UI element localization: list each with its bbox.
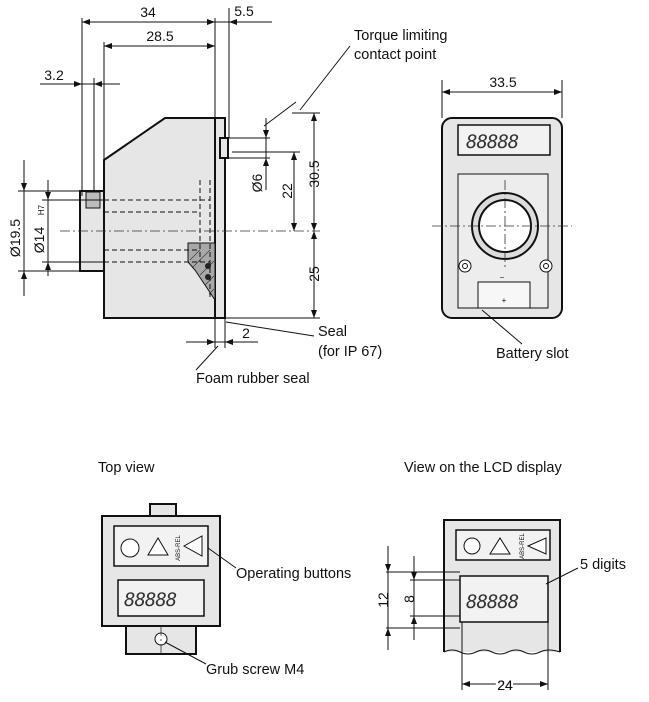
top-view: Top view ABS-REL 88888 Operating buttons…: [98, 460, 351, 678]
torque-pin: [219, 137, 229, 159]
torque-label-line1: Torque limiting: [354, 28, 448, 44]
operating-buttons-label: Operating buttons: [236, 566, 351, 582]
dim-2: 2: [242, 325, 250, 341]
dim-3-2: 3.2: [44, 67, 64, 83]
dim-dia-19-5: Ø19.5: [7, 219, 23, 257]
lcd-view-abs-rel-text: ABS-REL: [520, 533, 526, 559]
up-arrow-icon: [147, 537, 169, 556]
dim-25: 25: [306, 266, 322, 282]
lcd-view-display: [459, 575, 549, 623]
five-digits-label: 5 digits: [580, 557, 626, 573]
lcd-view-up-arrow-icon: [489, 537, 511, 555]
dim-h7: H7: [37, 204, 46, 215]
dim-34: 34: [140, 4, 156, 20]
lcd-view-set-button-icon: [463, 537, 481, 555]
dim-5-5: 5.5: [234, 3, 254, 19]
side-housing: [103, 117, 216, 319]
svg-text:24: 24: [497, 677, 513, 693]
dim-33-5: 33.5: [489, 74, 516, 90]
dim-dia-14: Ø14: [31, 227, 47, 254]
foam-seal-label: Foam rubber seal: [196, 371, 310, 387]
top-view-lcd-digits: 88888: [124, 589, 177, 611]
battery-minus-icon: −: [500, 273, 505, 282]
grub-screw-label: Grub screw M4: [206, 662, 304, 678]
front-lcd-digits: 88888: [466, 131, 519, 153]
dim-24: 24: [497, 677, 513, 693]
dim-12: 12: [375, 592, 391, 608]
torque-label-line2: contact point: [354, 47, 436, 63]
dim-28-5: 28.5: [146, 28, 173, 44]
side-front-plate: [214, 117, 226, 319]
seal-label-line2: (for IP 67): [318, 344, 382, 360]
dim-30-5: 30.5: [306, 160, 322, 187]
abs-rel-text: ABS-REL: [176, 535, 182, 561]
seal-label-line1: Seal: [318, 324, 347, 340]
battery-plus-icon: +: [502, 296, 507, 305]
lcd-view-left-arrow-icon: [526, 537, 547, 555]
battery-slot-label: Battery slot: [496, 346, 569, 362]
lcd-view-digits: 88888: [466, 591, 519, 613]
left-arrow-icon: [182, 535, 203, 557]
front-screw-left: [458, 259, 472, 273]
top-view-title: Top view: [98, 460, 155, 476]
lcd-view: View on the LCD display ABS-REL 88888 12…: [375, 460, 626, 695]
set-button-icon: [120, 538, 140, 558]
side-view: 34 5.5 28.5 3.2 Ø19.5 Ø14 H7: [7, 3, 448, 387]
dim-8: 8: [401, 595, 417, 603]
battery-cover: [477, 281, 531, 309]
dim-22: 22: [279, 183, 295, 199]
front-lcd-window: [457, 124, 551, 156]
dim-dia-6: Ø6: [249, 173, 265, 192]
lcd-view-title: View on the LCD display: [404, 460, 562, 476]
front-screw-right: [539, 259, 553, 273]
front-view: 33.5 88888 − + Battery slot: [432, 74, 572, 362]
top-view-lcd-window: [117, 579, 205, 617]
